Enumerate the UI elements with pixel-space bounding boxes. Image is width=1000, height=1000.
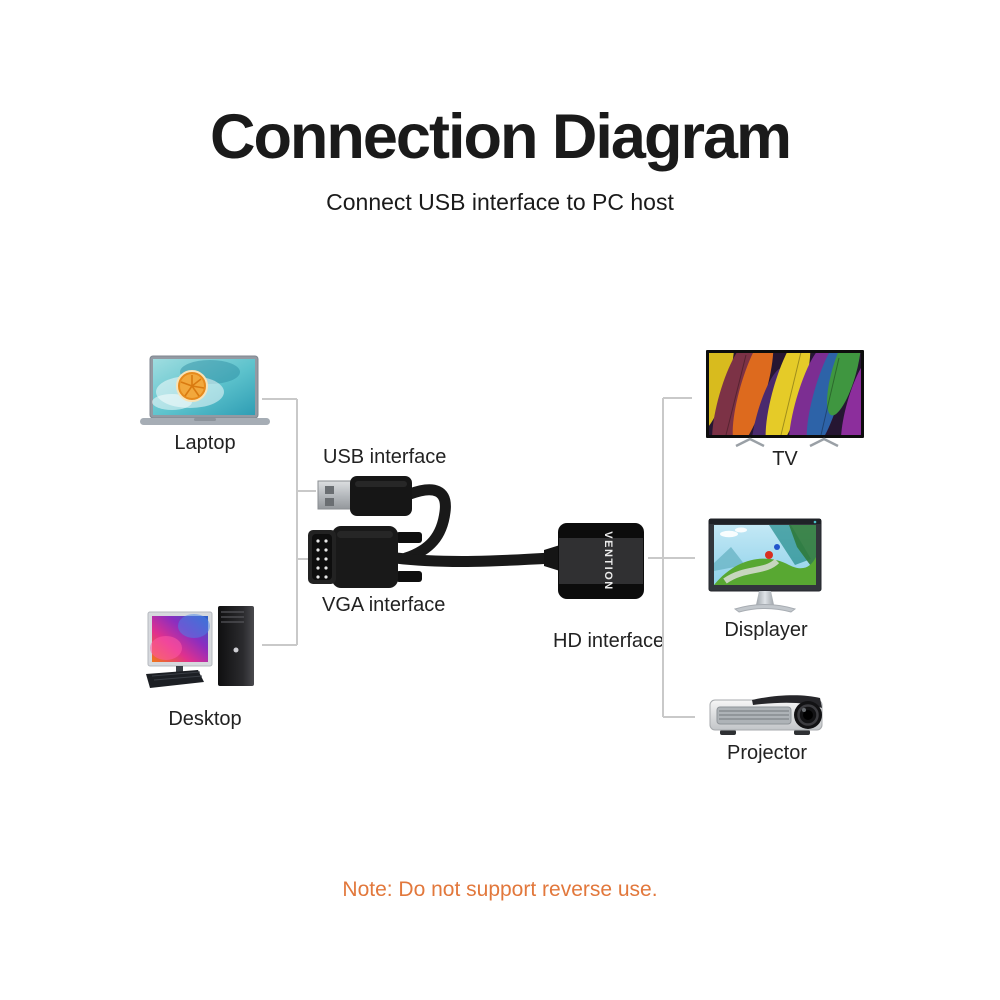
desktop-label: Desktop xyxy=(168,708,242,730)
tv-image xyxy=(706,350,864,448)
vga-interface-label: VGA interface xyxy=(322,594,446,616)
page-title: Connection Diagram xyxy=(209,102,792,172)
vga-hdmi-adapter-image: VENTION xyxy=(308,476,644,599)
adapter-brand: VENTION xyxy=(602,531,614,590)
tv-label: TV xyxy=(772,448,798,470)
laptop-image xyxy=(140,355,270,425)
displayer-label: Displayer xyxy=(724,619,808,641)
projector-label: Projector xyxy=(726,742,808,764)
projector-image xyxy=(709,695,823,735)
note-text: Note: Do not support reverse use. xyxy=(342,878,658,901)
hd-interface-label: HD interface xyxy=(553,630,665,652)
page-subtitle: Connect USB interface to PC host xyxy=(326,189,674,215)
laptop-label: Laptop xyxy=(174,432,236,454)
displayer-image xyxy=(708,518,822,613)
usb-interface-label: USB interface xyxy=(323,446,447,468)
desktop-image xyxy=(146,606,254,688)
